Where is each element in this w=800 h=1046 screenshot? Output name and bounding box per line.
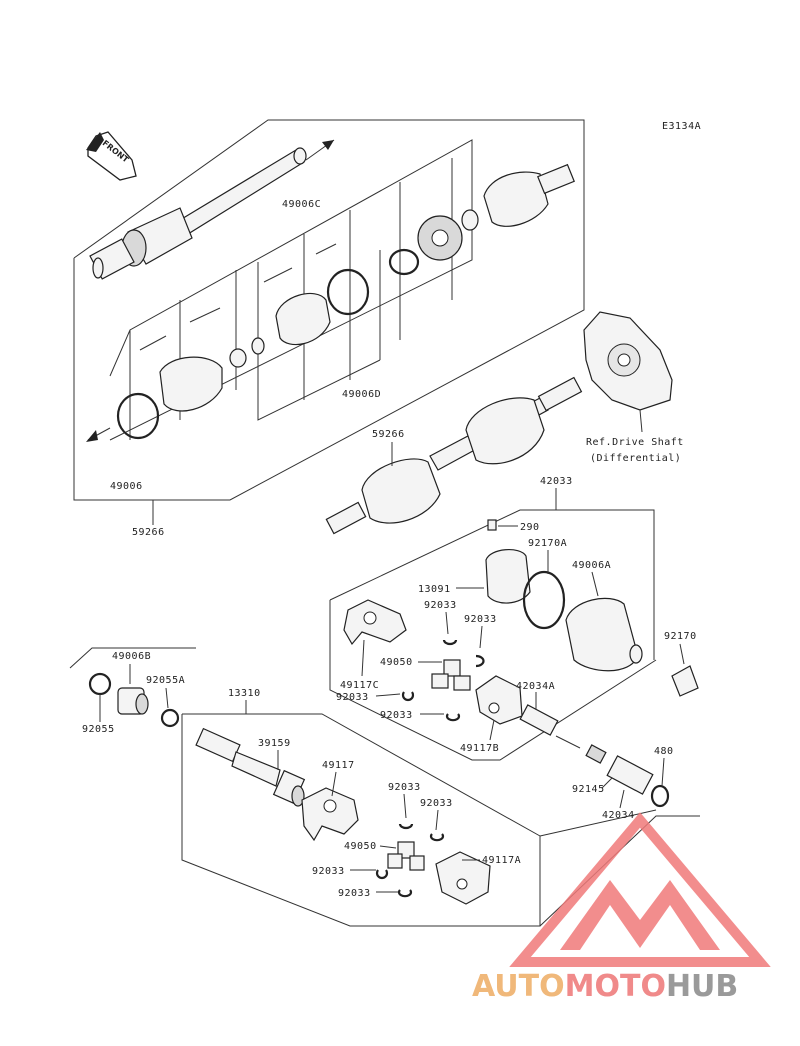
label-290: 290 <box>520 522 540 533</box>
label-92033-a: 92033 <box>424 600 457 611</box>
label-49050-lower: 49050 <box>344 841 377 852</box>
label-92033-e: 92033 <box>388 782 421 793</box>
label-13310: 13310 <box>228 688 261 699</box>
splined-shaft-42034A <box>519 704 581 749</box>
outer-cv-joint-upper <box>388 163 575 276</box>
label-39159: 39159 <box>258 738 291 749</box>
label-49006: 49006 <box>110 481 143 492</box>
label-49006C: 49006C <box>282 199 321 210</box>
yoke-49117A <box>435 851 491 905</box>
cross-joint-upper-49050 <box>431 659 471 691</box>
cross-joint-lower-49050 <box>387 841 425 871</box>
pinion-joint-parts <box>485 519 699 697</box>
label-92055A: 92055A <box>146 675 185 686</box>
label-92033-h: 92033 <box>338 888 371 899</box>
label-92055: 92055 <box>82 724 115 735</box>
left-small-parts-outline <box>69 647 196 669</box>
label-49050-upper: 49050 <box>380 657 413 668</box>
label-92033-f: 92033 <box>420 798 453 809</box>
yoke-49117 <box>301 787 359 842</box>
diagram-code: E3134A <box>662 121 701 132</box>
label-59266-upper: 59266 <box>372 429 405 440</box>
label-92033-d: 92033 <box>380 710 413 721</box>
label-92033-c: 92033 <box>336 692 369 703</box>
watermark-part-auto: AUTO <box>472 969 565 1004</box>
middle-drive-shaft <box>325 376 583 535</box>
circlips-lower <box>375 823 445 898</box>
watermark-part-hub: HUB <box>666 969 738 1004</box>
label-480: 480 <box>654 746 674 757</box>
label-42034: 42034 <box>602 810 635 821</box>
label-92170: 92170 <box>664 631 697 642</box>
lower-propeller-shaft <box>195 727 306 807</box>
label-92033-g: 92033 <box>312 866 345 877</box>
reference-line-1: Ref.Drive Shaft <box>586 437 684 448</box>
upper-drive-shaft <box>89 147 307 280</box>
label-42034A: 42034A <box>516 681 555 692</box>
watermark-text: AUTOMOTOHUB <box>472 969 738 1004</box>
watermark-part-moto: MOTO <box>565 969 666 1004</box>
label-92145: 92145 <box>572 784 605 795</box>
watermark-logo-icon <box>509 812 771 967</box>
label-49117: 49117 <box>322 760 355 771</box>
front-arrow-icon: FRONT <box>86 131 137 181</box>
spring-and-sleeve <box>585 744 670 808</box>
label-49117A: 49117A <box>482 855 521 866</box>
circlips-upper <box>401 639 485 722</box>
label-92170A: 92170A <box>528 538 567 549</box>
label-49006B: 49006B <box>112 651 151 662</box>
yoke-upper-49117C <box>343 599 407 646</box>
label-49117B: 49117B <box>460 743 499 754</box>
label-59266-lower: 59266 <box>132 527 165 538</box>
label-42033: 42033 <box>540 476 573 487</box>
differential-housing <box>583 311 673 433</box>
label-92033-b: 92033 <box>464 614 497 625</box>
upper-boot-set <box>116 268 370 440</box>
label-49117C: 49117C <box>340 680 379 691</box>
reference-line-2: (Differential) <box>590 453 681 464</box>
label-49006D: 49006D <box>342 389 381 400</box>
label-49006A: 49006A <box>572 560 611 571</box>
label-13091: 13091 <box>418 584 451 595</box>
